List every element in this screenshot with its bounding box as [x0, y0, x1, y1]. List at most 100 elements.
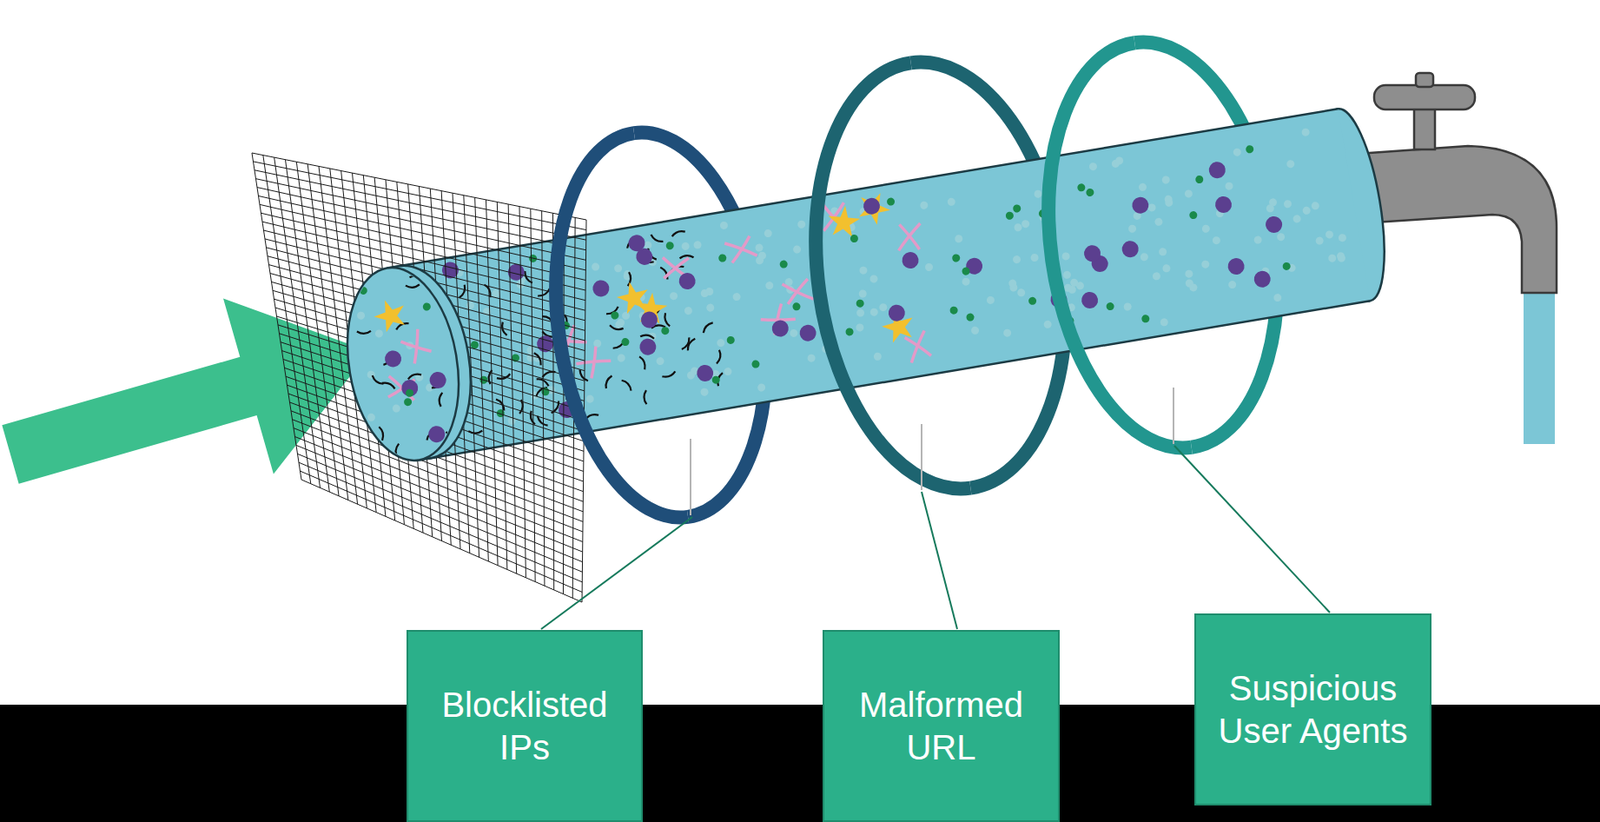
- debris: [608, 324, 623, 331]
- debris: [370, 375, 384, 386]
- particle: [765, 280, 774, 290]
- particle: [893, 219, 925, 255]
- dot: [900, 251, 920, 271]
- leader-line: [921, 491, 958, 629]
- dot: [374, 329, 384, 338]
- dot: [954, 234, 964, 244]
- dot: [616, 353, 626, 363]
- particle: [1147, 203, 1157, 212]
- dot: [1141, 314, 1151, 324]
- particle: [1189, 210, 1198, 219]
- particle: [855, 298, 865, 308]
- dot: [686, 370, 695, 380]
- particle: [640, 310, 660, 330]
- particle: [665, 241, 675, 251]
- dot: [961, 277, 971, 286]
- particle: [436, 391, 445, 407]
- dot: [1337, 233, 1347, 243]
- debris: [662, 312, 671, 327]
- leader-lines: [541, 387, 1330, 629]
- dot: [792, 302, 801, 311]
- particle: [869, 274, 879, 284]
- particle: [1162, 264, 1171, 273]
- particle: [869, 307, 879, 317]
- dot: [1067, 284, 1077, 294]
- particle: [1062, 270, 1072, 279]
- label-box: Suspicious User Agents: [1194, 613, 1432, 806]
- particle: [1017, 288, 1026, 298]
- particle: [357, 329, 372, 336]
- particle: [591, 278, 611, 298]
- dot: [919, 200, 929, 210]
- particle: [405, 283, 420, 289]
- particle: [961, 277, 971, 286]
- dot: [634, 246, 655, 266]
- particle: [422, 302, 431, 311]
- dot: [400, 378, 420, 398]
- particle: [724, 235, 759, 265]
- particle: [886, 303, 906, 323]
- dot: [1115, 156, 1124, 166]
- dot: [422, 302, 431, 311]
- dot: [1123, 302, 1132, 311]
- particle: [1227, 279, 1237, 289]
- leader-tick: [920, 423, 923, 490]
- particle: [1139, 252, 1149, 262]
- dot: [965, 312, 975, 322]
- dot: [946, 197, 956, 206]
- dot: [885, 197, 895, 206]
- dot: [1085, 187, 1095, 197]
- particle: [695, 363, 715, 383]
- particle: [358, 285, 368, 295]
- particle: [756, 383, 766, 392]
- dot: [723, 366, 733, 376]
- faucet-handle: [1374, 85, 1475, 110]
- particle: [849, 185, 896, 233]
- particle: [758, 300, 798, 338]
- particle: [1011, 254, 1021, 264]
- mesh-line: [300, 470, 583, 592]
- mesh-line: [292, 419, 583, 532]
- particle: [613, 264, 622, 273]
- particle: [638, 337, 658, 357]
- dot: [1080, 290, 1100, 311]
- dot: [716, 337, 726, 347]
- dot: [1137, 182, 1147, 192]
- cross: [575, 344, 611, 379]
- particle: [686, 370, 695, 380]
- particle: [680, 336, 694, 351]
- cross: [899, 222, 921, 252]
- dot: [806, 353, 816, 363]
- dot: [665, 241, 675, 251]
- particle: [1157, 247, 1167, 257]
- particle: [1127, 224, 1137, 233]
- particle: [1043, 319, 1052, 329]
- dot: [700, 288, 709, 298]
- particle: [872, 351, 882, 361]
- dot: [1189, 210, 1198, 219]
- particle: [668, 290, 678, 300]
- particle: [621, 337, 630, 346]
- dot: [693, 240, 702, 250]
- dot: [700, 387, 709, 397]
- particle: [684, 337, 698, 352]
- dot: [1292, 214, 1302, 224]
- particle: [409, 272, 424, 282]
- particle: [1336, 253, 1346, 263]
- particle: [1151, 271, 1161, 281]
- particle: [1130, 195, 1151, 215]
- dot: [970, 325, 979, 335]
- dot: [1315, 236, 1324, 245]
- dot: [849, 233, 859, 243]
- dot: [855, 323, 865, 332]
- mesh-line: [301, 479, 582, 602]
- dot: [391, 403, 401, 413]
- particle: [700, 387, 709, 397]
- leader-tick: [689, 438, 692, 516]
- particle: [655, 356, 665, 365]
- particle: [670, 228, 686, 238]
- particle: [1184, 269, 1194, 278]
- cross: [399, 329, 432, 364]
- dot: [1030, 252, 1039, 262]
- particle: [624, 284, 675, 334]
